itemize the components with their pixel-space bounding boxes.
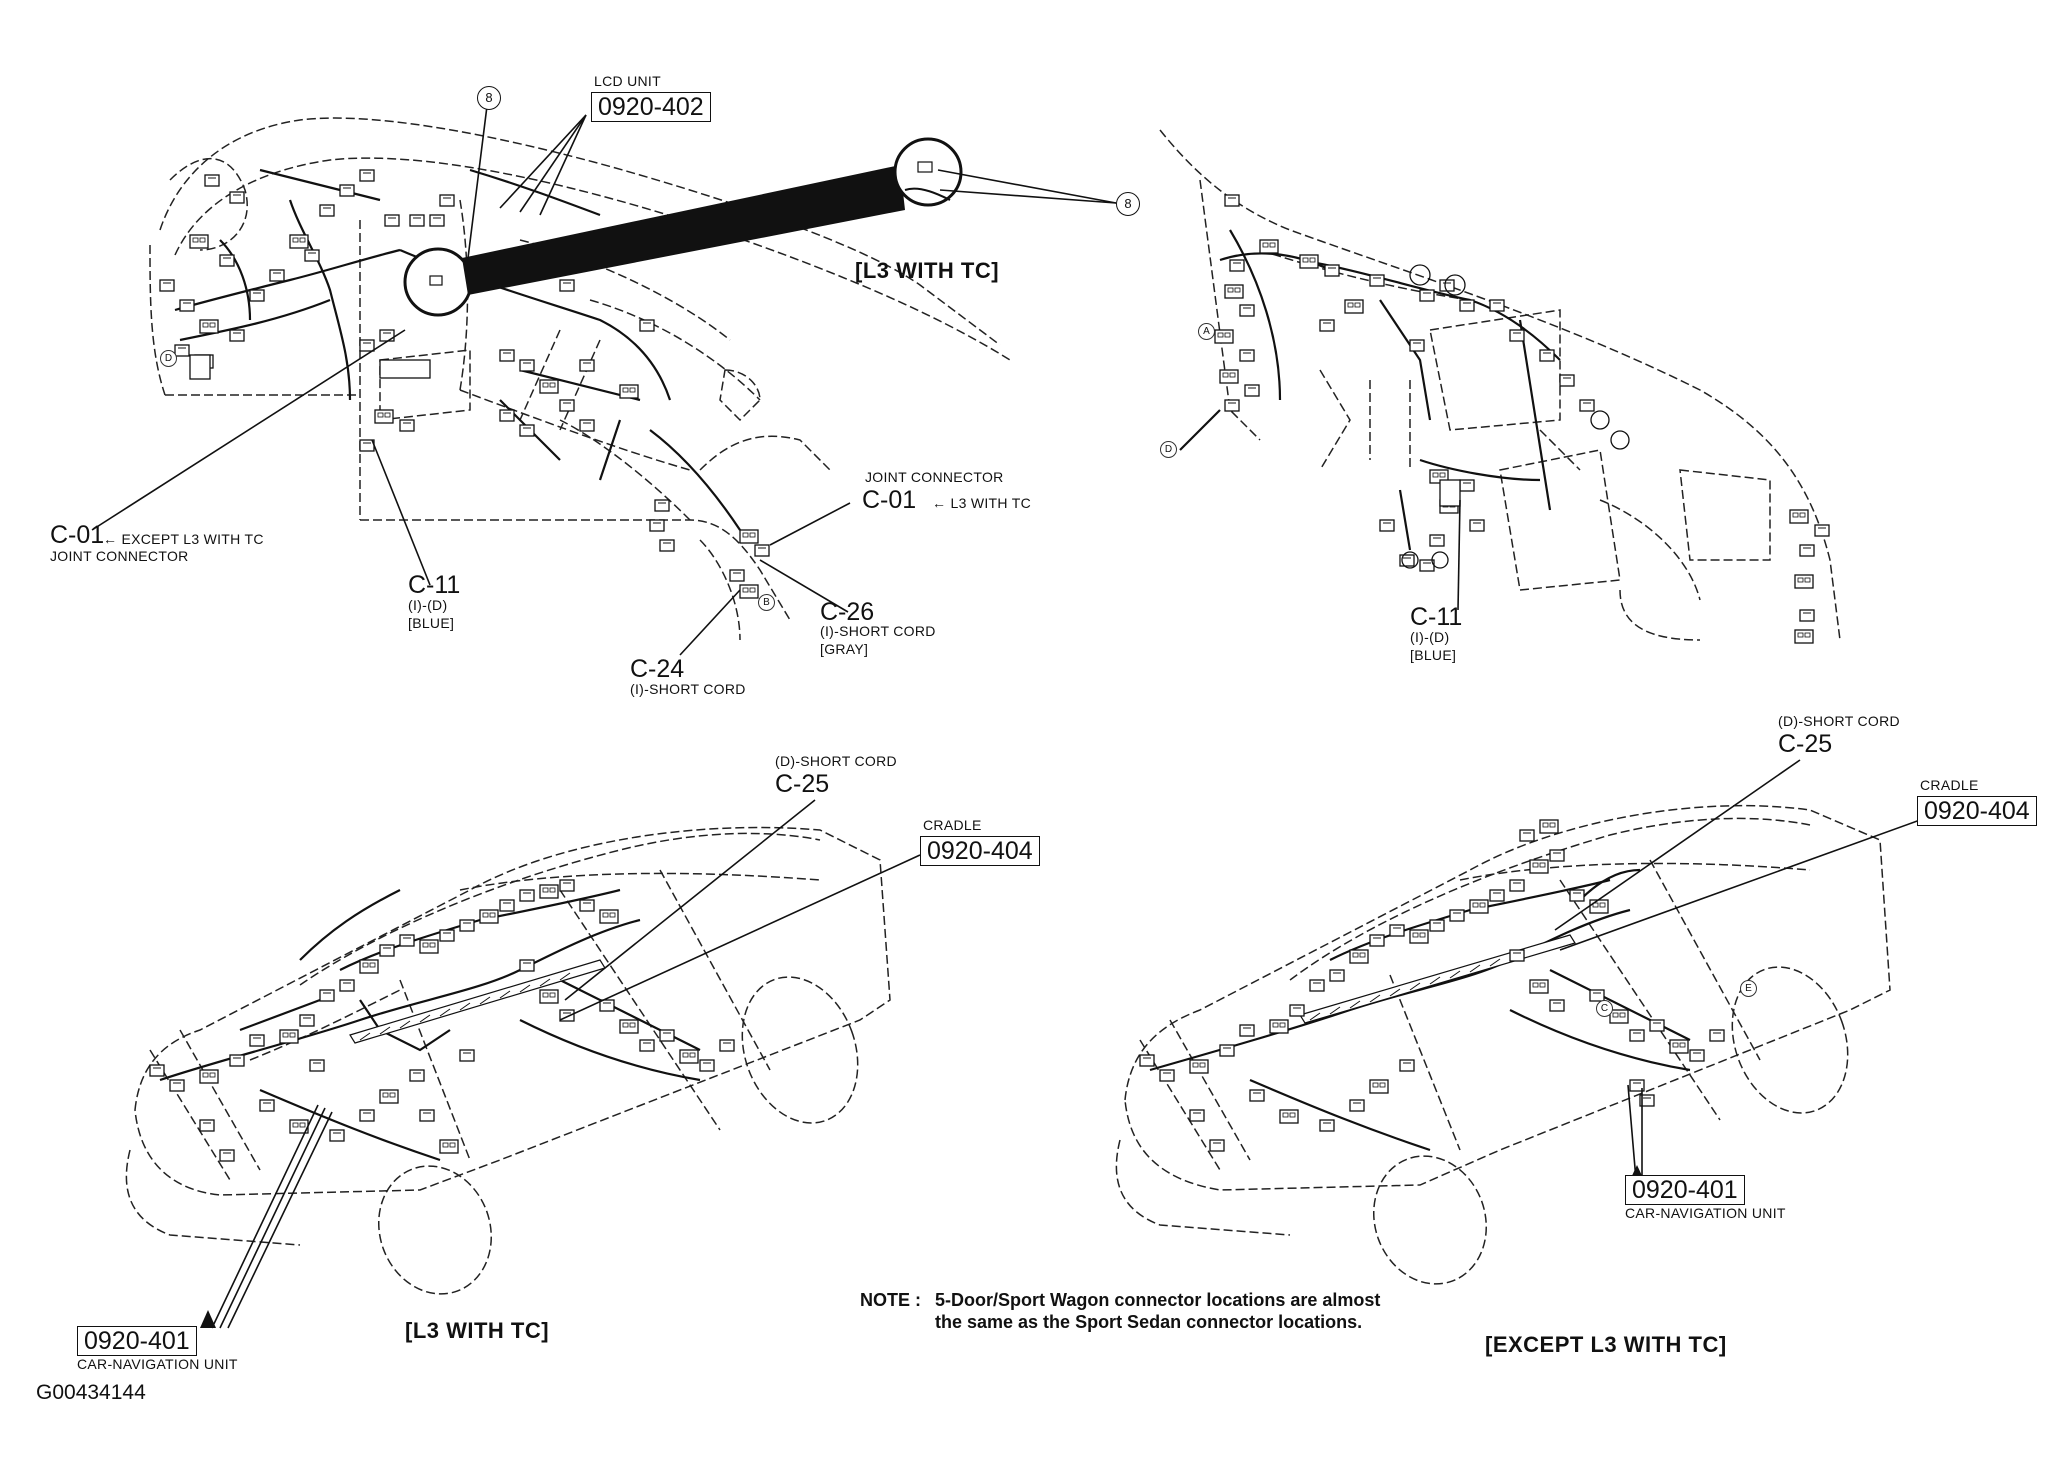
dash-detail-title: [L3 WITH TC] [855,258,1000,283]
callout-8-right: 8 [1116,192,1140,216]
car-left-body [125,826,891,1295]
dashboard-detail-connectors [1214,194,1830,644]
c11-left-line1: (I)-(D) [408,597,448,613]
car-left-floor-stripe [349,959,606,1044]
nav-right-caption: CAR-NAVIGATION UNIT [1625,1205,1786,1221]
dashboard-main-harness [174,168,741,531]
c01-mid-caption: JOINT CONNECTOR [865,469,1004,485]
location-marker-b: B [758,594,775,611]
c01-left-note: ← EXCEPT L3 WITH TC [103,531,264,547]
c26-code: C-26 [820,598,875,626]
c25-right-line1: (D)-SHORT CORD [1778,713,1900,729]
c11-left-code: C-11 [408,571,461,599]
c26-line1: (I)-SHORT CORD [820,623,936,639]
car-right-floor-stripe [1299,934,1576,1024]
dashboard-detail-view [1159,129,1841,641]
cradle-left-part-number: 0920-404 [920,836,1040,866]
dashboard-main-connectors [159,169,770,599]
figure-id: G00434144 [36,1381,146,1404]
dashboard-detail-harness [1179,229,1561,551]
c01-mid-note: ← L3 WITH TC [932,495,1032,511]
c25-left-line1: (D)-SHORT CORD [775,753,897,769]
location-marker-d-right: D [1160,441,1177,458]
c11-right-code: C-11 [1410,603,1463,631]
c11-right-line1: (I)-(D) [1410,629,1450,645]
lcd-unit-caption: LCD UNIT [594,73,661,89]
c11-right-line2: [BLUE] [1410,647,1457,663]
c25-right-code: C-25 [1778,730,1833,758]
c01-left-caption: JOINT CONNECTOR [50,548,189,564]
c26-line2: [GRAY] [820,641,869,657]
leader-arrow-heads [200,1165,1644,1328]
cradle-right-caption: CRADLE [1920,777,1979,793]
car-right-title: [EXCEPT L3 WITH TC] [1485,1332,1727,1357]
c01-mid-code: C-01 [862,486,917,514]
c25-left-code: C-25 [775,770,830,798]
zoom-callout-graphic [403,137,963,317]
c24-line1: (I)-SHORT CORD [630,681,746,697]
location-marker-e: E [1740,980,1757,997]
note-line2: the same as the Sport Sedan connector lo… [935,1312,1363,1332]
location-marker-d: D [160,350,177,367]
c01-left-code: C-01 [50,521,105,549]
leader-lines [91,97,1921,1329]
car-right-body [1115,804,1891,1285]
note-prefix: NOTE : [860,1290,921,1310]
nav-right-part-number: 0920-401 [1625,1175,1745,1205]
dashboard-main-view [149,117,1011,641]
lcd-unit-part-number: 0920-402 [591,92,711,122]
c11-left-line2: [BLUE] [408,615,455,631]
cradle-right-part-number: 0920-404 [1917,796,2037,826]
nav-left-part-number: 0920-401 [77,1326,197,1356]
cradle-left-caption: CRADLE [923,817,982,833]
location-marker-a: A [1198,323,1215,340]
c24-code: C-24 [630,655,685,683]
car-left-title: [L3 WITH TC] [405,1318,550,1343]
location-marker-c: C [1596,1000,1613,1017]
callout-8-top: 8 [477,86,501,110]
nav-left-caption: CAR-NAVIGATION UNIT [77,1356,238,1372]
note-line1: 5-Door/Sport Wagon connector locations a… [935,1290,1381,1310]
